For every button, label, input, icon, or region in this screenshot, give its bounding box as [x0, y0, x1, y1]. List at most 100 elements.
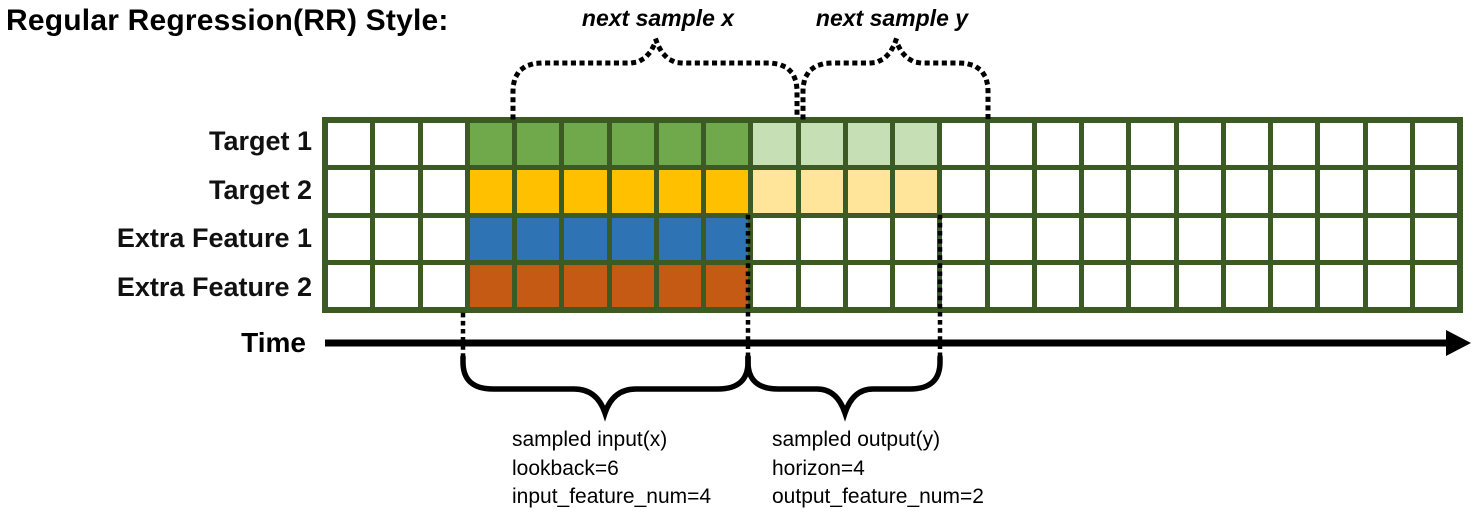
grid-cell-output — [753, 123, 796, 166]
grid-cell-input — [706, 170, 749, 213]
grid-cell-input — [658, 217, 701, 260]
grid-cell-blank — [1273, 123, 1316, 166]
grid-cell-input — [564, 264, 607, 307]
grid-cell-input — [658, 264, 701, 307]
grid-cell-blank — [1414, 217, 1457, 260]
grid-cell-blank — [895, 217, 938, 260]
grid-cell-blank — [1367, 123, 1410, 166]
grid-cell-blank — [1273, 217, 1316, 260]
grid-cell-blank — [1036, 123, 1079, 166]
grid-cell-input — [517, 170, 560, 213]
sampled-input-title: sampled input(x) — [512, 428, 668, 451]
grid-cell-input — [611, 123, 654, 166]
grid-cell-input — [564, 123, 607, 166]
grid-cell-blank — [1036, 264, 1079, 307]
grid-cell-blank — [1131, 123, 1174, 166]
time-axis-label: Time — [241, 327, 306, 358]
row-label-extra-feature-1: Extra Feature 1 — [116, 223, 312, 253]
grid-cell-output — [847, 123, 890, 166]
grid-cell-input — [517, 123, 560, 166]
grid-cell-blank — [1178, 217, 1221, 260]
grid-cell-blank — [1414, 264, 1457, 307]
timeseries-grid — [322, 117, 1463, 313]
grid-cell-blank — [989, 264, 1032, 307]
next-sample-x-brace — [510, 32, 800, 120]
grid-cell-blank — [847, 217, 890, 260]
grid-cell-input — [517, 217, 560, 260]
lookback-value: lookback=6 — [512, 456, 619, 480]
grid-cell-blank — [1084, 217, 1127, 260]
grid-cell-input — [469, 217, 512, 260]
grid-cell-blank — [1414, 170, 1457, 213]
grid-cell-blank — [1320, 264, 1363, 307]
grid-cell-blank — [375, 170, 418, 213]
time-axis-arrowhead-icon — [1446, 330, 1471, 356]
grid-cell-output — [847, 170, 890, 213]
sampled-output-title: sampled output(y) — [772, 428, 941, 451]
grid-cell-blank — [1178, 264, 1221, 307]
grid-cell-blank — [1320, 217, 1363, 260]
grid-cell-output — [800, 170, 843, 213]
grid-cell-input — [517, 264, 560, 307]
grid-cell-input — [706, 123, 749, 166]
grid-cell-output — [800, 123, 843, 166]
sampled-input-brace — [460, 354, 751, 422]
grid-cell-input — [564, 170, 607, 213]
grid-cell-blank — [328, 170, 371, 213]
grid-cell-blank — [753, 217, 796, 260]
grid-cell-input — [469, 123, 512, 166]
grid-cell-blank — [753, 264, 796, 307]
grid-cell-input — [611, 217, 654, 260]
grid-cell-output — [753, 170, 796, 213]
grid-cell-blank — [1367, 217, 1410, 260]
grid-cell-blank — [1178, 170, 1221, 213]
grid-cell-output — [895, 123, 938, 166]
grid-cell-blank — [1273, 264, 1316, 307]
grid-cell-input — [706, 264, 749, 307]
sampled-output-annotation: sampled output(y) horizon=4 output_featu… — [772, 426, 984, 512]
grid-cell-blank — [328, 123, 371, 166]
horizon-value: horizon=4 — [772, 456, 865, 480]
row-label-target-1: Target 1 — [208, 126, 312, 156]
grid-cell-blank — [1225, 264, 1268, 307]
row-label-extra-feature-2: Extra Feature 2 — [116, 271, 312, 302]
grid-cell-blank — [375, 217, 418, 260]
next-sample-x-label: next sample x — [581, 5, 735, 31]
grid-cell-blank — [989, 123, 1032, 166]
grid-cell-blank — [800, 217, 843, 260]
grid-cell-blank — [800, 264, 843, 307]
grid-cell-blank — [942, 123, 985, 166]
grid-cell-input — [469, 264, 512, 307]
grid-cell-blank — [1131, 264, 1174, 307]
grid-cell-blank — [942, 217, 985, 260]
grid-cell-blank — [328, 217, 371, 260]
input-feature-num-value: input_feature_num=4 — [512, 485, 712, 508]
diagram-title: Regular Regression(RR) Style: — [6, 4, 449, 37]
grid-cell-blank — [1320, 170, 1363, 213]
grid-cell-input — [469, 170, 512, 213]
grid-cell-blank — [1131, 170, 1174, 213]
row-label-target-2: Target 2 — [208, 174, 312, 205]
grid-cell-input — [611, 170, 654, 213]
grid-cell-blank — [1367, 264, 1410, 307]
grid-cell-blank — [1084, 170, 1127, 213]
grid-cell-blank — [1178, 123, 1221, 166]
grid-cell-blank — [1036, 170, 1079, 213]
grid-cell-blank — [989, 170, 1032, 213]
grid-cell-blank — [1084, 264, 1127, 307]
grid-cell-blank — [1367, 170, 1410, 213]
grid-cell-blank — [422, 217, 465, 260]
grid-cell-blank — [328, 264, 371, 307]
grid-cell-blank — [1084, 123, 1127, 166]
grid-cell-blank — [847, 264, 890, 307]
grid-cell-blank — [375, 264, 418, 307]
grid-cell-input — [706, 217, 749, 260]
grid-cell-output — [895, 170, 938, 213]
grid-cell-input — [611, 264, 654, 307]
grid-cell-input — [564, 217, 607, 260]
grid-cell-blank — [895, 264, 938, 307]
sampled-input-annotation: sampled input(x) lookback=6 input_featur… — [512, 426, 711, 512]
grid-cell-blank — [1036, 217, 1079, 260]
grid-cell-blank — [1131, 217, 1174, 260]
